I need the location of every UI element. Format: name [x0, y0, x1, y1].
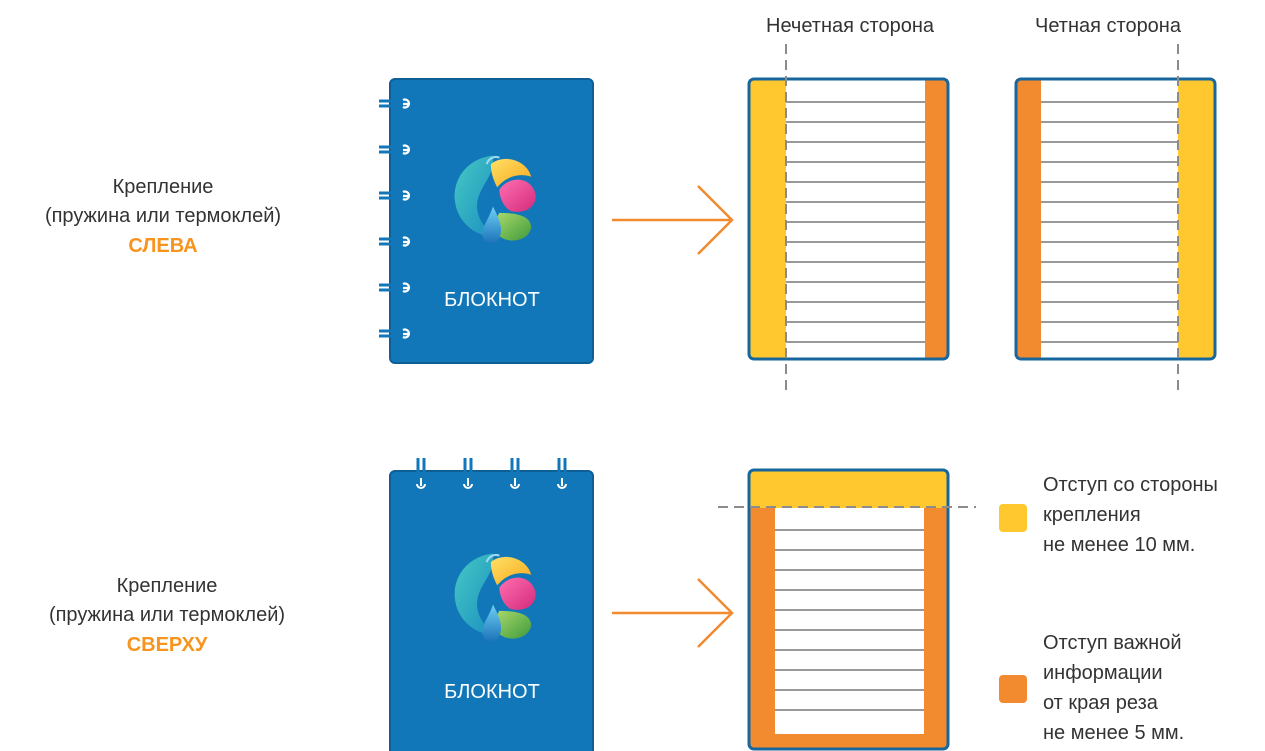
- row-left-binding: Крепление (пружина или термоклей) СЛЕВА: [45, 44, 1217, 394]
- row2-caption-line2: (пружина или термоклей): [49, 604, 285, 626]
- legend-safe-line4: не менее 5 мм.: [1043, 722, 1184, 744]
- page-lines: [1041, 101, 1178, 343]
- row2-caption-accent: СВЕРХУ: [127, 634, 208, 656]
- row1-caption-line1: Крепление: [113, 176, 214, 198]
- even-side-label: Четная сторона: [1035, 15, 1182, 37]
- legend-safe-swatch: [999, 675, 1027, 703]
- arrow-right-icon: [612, 185, 734, 255]
- binding-margin-left: [749, 79, 786, 359]
- notebook-title: БЛОКНОТ: [444, 289, 540, 311]
- legend-binding-line3: не менее 10 мм.: [1043, 534, 1195, 556]
- spiral-rings-top: [416, 458, 567, 489]
- legend-binding-line1: Отступ со стороны: [1043, 474, 1218, 496]
- top-bound-page: [718, 468, 976, 751]
- legend-binding-line2: крепления: [1043, 504, 1141, 526]
- legend-safe-line2: информации: [1043, 662, 1163, 684]
- binding-margin-right: [1178, 79, 1215, 359]
- row1-caption-line2: (пружина или термоклей): [45, 205, 281, 227]
- safe-margin-left: [1016, 79, 1041, 359]
- odd-side-label: Нечетная сторона: [766, 15, 935, 37]
- binding-margin-top: [749, 470, 948, 508]
- legend: Отступ со стороны крепления не менее 10 …: [999, 474, 1218, 744]
- notebook-title: БЛОКНОТ: [444, 681, 540, 703]
- legend-safe-line1: Отступ важной: [1043, 632, 1182, 654]
- safe-margin-right: [925, 79, 948, 359]
- legend-binding-swatch: [999, 504, 1027, 532]
- row1-caption-accent: СЛЕВА: [128, 235, 197, 257]
- legend-safe-line3: от края реза: [1043, 692, 1159, 714]
- even-page: [1014, 44, 1217, 394]
- row-top-binding: Крепление (пружина или термоклей) СВЕРХУ: [49, 458, 976, 751]
- spiral-rings-left: [379, 98, 411, 339]
- page-lines: [775, 529, 924, 711]
- row2-caption-line1: Крепление: [117, 575, 218, 597]
- odd-page: [747, 44, 950, 394]
- notebook-top-spiral: БЛОКНОТ: [389, 458, 594, 751]
- notebook-left-spiral: БЛОКНОТ: [379, 78, 594, 364]
- page-lines: [786, 101, 925, 343]
- arrow-right-icon: [612, 578, 734, 648]
